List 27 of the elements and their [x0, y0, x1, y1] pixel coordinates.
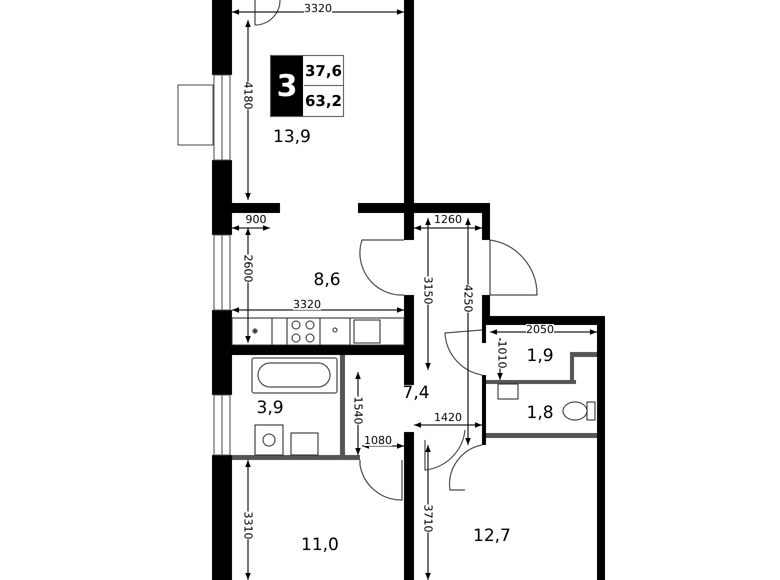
room-area-label: 12,7: [473, 528, 511, 544]
dimension-label: 1010: [496, 340, 508, 368]
dimension-label: 1540: [352, 396, 364, 424]
room-area-label: 8,6: [314, 272, 341, 288]
dimension-label: 1260: [434, 214, 462, 224]
dimension-label: 3710: [422, 504, 434, 532]
living-area-value: 37,6: [304, 56, 343, 86]
dimension-label: 1080: [364, 434, 392, 446]
dimension-label: 3320: [293, 298, 321, 310]
dimension-label: 3150: [422, 276, 434, 304]
apartment-summary-badge: [270, 55, 344, 117]
dimension-label: 3310: [242, 511, 254, 539]
dimension-label: 900: [246, 214, 266, 224]
dimension-label: 4180: [242, 81, 254, 109]
dimension-label: 2600: [242, 254, 254, 282]
room-area-label: 3,9: [256, 400, 284, 416]
dimension-label: 3320: [304, 2, 332, 14]
dimension-label: 1420: [434, 412, 462, 422]
room-count: 3: [271, 56, 303, 116]
room-area-label: 11,0: [301, 536, 339, 554]
room-area-label: 13,9: [273, 128, 311, 146]
dimension-label: 2050: [526, 324, 554, 334]
dimension-label: 4250: [462, 284, 474, 312]
room-area-label: 7,4: [402, 384, 430, 402]
room-area-label: 1,9: [526, 348, 554, 364]
total-area-value: 63,2: [304, 90, 343, 112]
room-area-label: 1,8: [526, 404, 554, 422]
